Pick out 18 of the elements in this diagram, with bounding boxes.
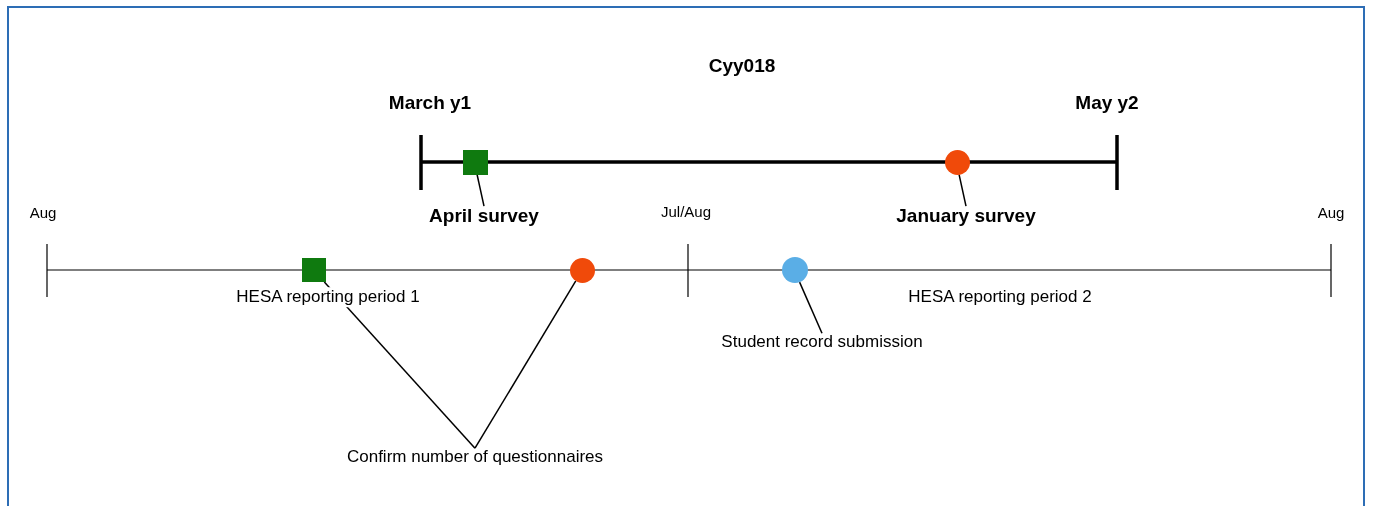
square-marker — [302, 258, 326, 282]
callout-text: Confirm number of questionnaires — [346, 447, 604, 467]
survey-label: January survey — [896, 205, 1036, 227]
date-label: Jul/Aug — [661, 203, 711, 221]
leader-line — [798, 281, 823, 334]
leader-line — [323, 281, 476, 449]
circle-marker — [944, 149, 970, 175]
diagram-title: Cyy018 — [708, 55, 776, 77]
leader-line — [474, 280, 577, 449]
callout-text: Student record submission — [721, 332, 923, 352]
period-label: HESA reporting period 1 — [236, 287, 420, 307]
period-label: HESA reporting period 2 — [908, 287, 1092, 307]
survey-label: April survey — [429, 205, 539, 227]
leader-line — [476, 173, 485, 207]
circle-marker — [569, 257, 595, 283]
leader-line — [958, 173, 967, 207]
circle-marker — [782, 257, 808, 283]
square-marker — [462, 149, 488, 175]
